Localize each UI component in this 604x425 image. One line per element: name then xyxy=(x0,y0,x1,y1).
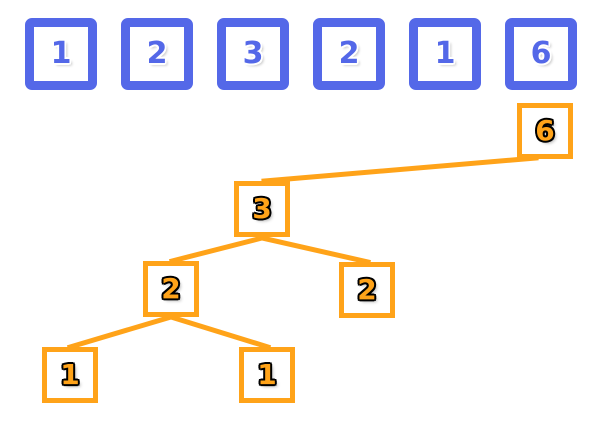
tree-node[interactable]: 6 xyxy=(517,103,573,159)
tree-node-value: 3 xyxy=(252,192,272,225)
array-cell-value: 1 xyxy=(434,36,456,71)
array-cell-value: 2 xyxy=(338,36,360,71)
tree-node-value: 1 xyxy=(60,358,80,391)
tree-edge xyxy=(261,155,539,184)
array-cell[interactable]: 1 xyxy=(409,18,481,90)
array-cell[interactable]: 2 xyxy=(121,18,193,90)
tree-edge xyxy=(167,313,272,351)
tree-node-value: 1 xyxy=(257,358,277,391)
tree-node[interactable]: 1 xyxy=(239,347,295,403)
tree-edge xyxy=(66,313,175,351)
array-cell-value: 3 xyxy=(242,36,264,71)
tree-node-value: 2 xyxy=(357,273,377,306)
array-cell[interactable]: 1 xyxy=(25,18,97,90)
tree-node-value: 2 xyxy=(161,272,181,305)
array-cell-value: 6 xyxy=(530,36,552,71)
tree-node-value: 6 xyxy=(535,114,555,147)
tree-node[interactable]: 2 xyxy=(339,262,395,318)
array-cell[interactable]: 6 xyxy=(505,18,577,90)
array-cell-value: 2 xyxy=(146,36,168,71)
tree-node[interactable]: 2 xyxy=(143,261,199,317)
tree-edge xyxy=(259,235,371,265)
tree-edge xyxy=(168,234,266,265)
input-array: 1 2 3 2 1 6 xyxy=(0,0,604,100)
tree-node[interactable]: 1 xyxy=(42,347,98,403)
array-cell-value: 1 xyxy=(50,36,72,71)
array-cell[interactable]: 2 xyxy=(313,18,385,90)
tree-node[interactable]: 3 xyxy=(234,181,290,237)
array-cell[interactable]: 3 xyxy=(217,18,289,90)
